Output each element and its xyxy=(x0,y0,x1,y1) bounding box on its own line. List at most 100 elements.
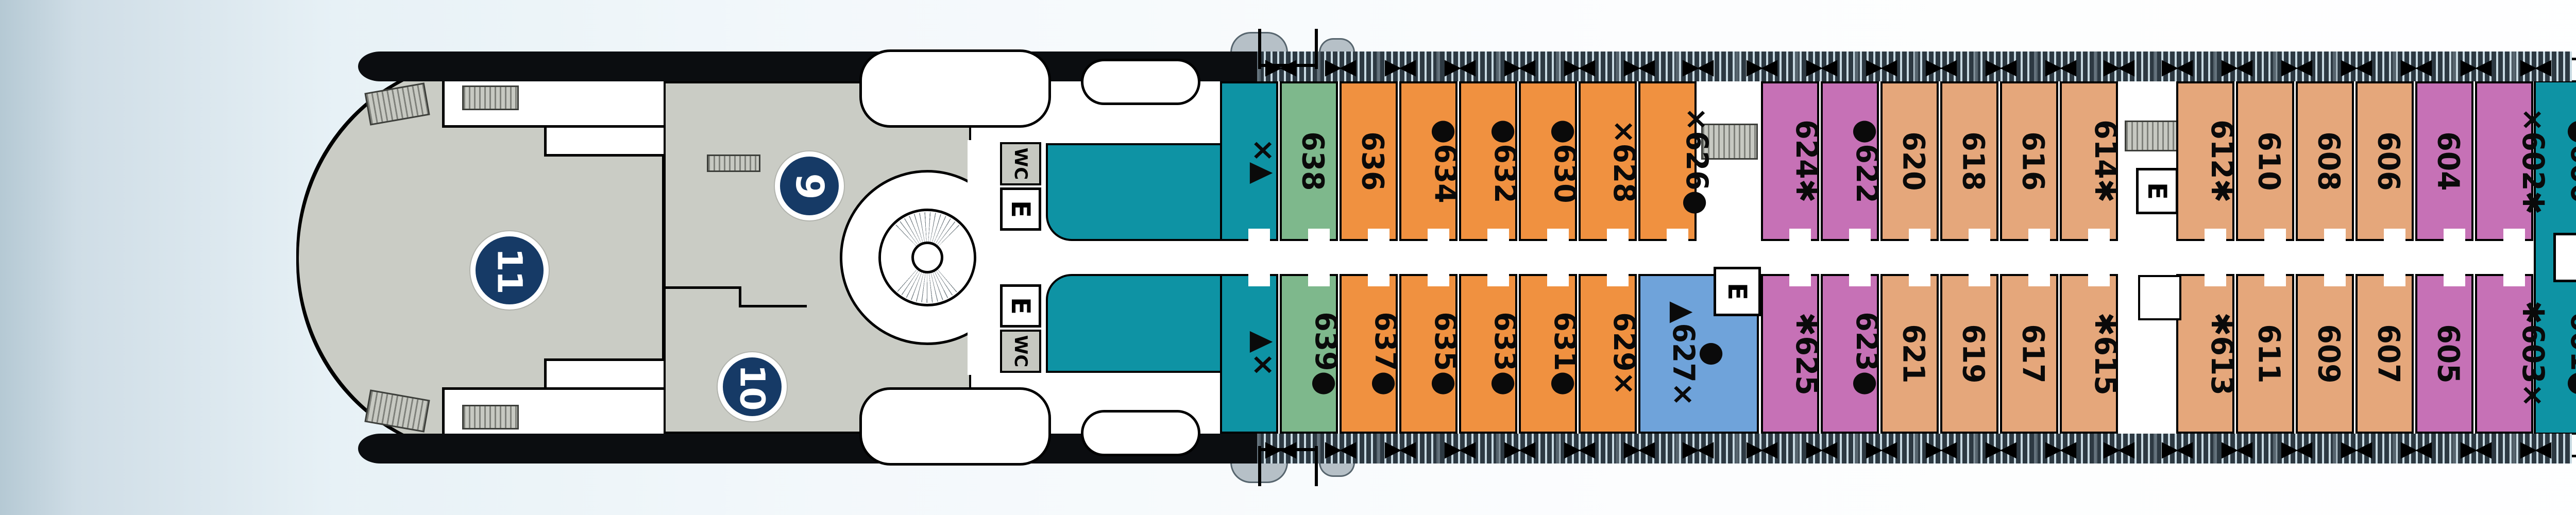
cabin-633[interactable]: 633● xyxy=(1459,274,1523,434)
cabin-636[interactable]: 636 xyxy=(1340,81,1398,241)
cabin-632-label: ●632 xyxy=(1487,119,1523,203)
balcony-divider-arrows-icon: ▶◀ xyxy=(2103,436,2135,461)
cabin-632[interactable]: ●632 xyxy=(1459,81,1523,241)
cabin-label-wrap: 636 xyxy=(1342,83,1396,239)
cabin-640-label: ×▲ xyxy=(1246,138,1282,184)
cabin-620[interactable]: 620 xyxy=(1880,81,1939,241)
balcony-bump xyxy=(1319,462,1355,477)
cabin-label-wrap: 638 xyxy=(1282,83,1336,239)
cabin-639[interactable]: 639● xyxy=(1280,274,1344,434)
balcony-divider-arrows-icon: ▶◀ xyxy=(1564,54,1596,79)
balcony-divider-arrows-icon: ▶◀ xyxy=(1746,54,1778,79)
deck-badge-10: 10 xyxy=(718,352,787,421)
cabin-628[interactable]: ×628 xyxy=(1579,81,1642,241)
cabin-623-label: 623● xyxy=(1849,312,1885,396)
cabin-617[interactable]: 617 xyxy=(2000,274,2058,434)
cabin-637[interactable]: 637● xyxy=(1340,274,1403,434)
deck-badge-number: 11 xyxy=(489,248,530,293)
cabin-621[interactable]: 621 xyxy=(1880,274,1939,434)
cabin-630[interactable]: ●630 xyxy=(1519,81,1583,241)
deck-badge-number: 9 xyxy=(787,173,832,199)
stairs-icon xyxy=(707,154,760,172)
cabin-611[interactable]: 611 xyxy=(2236,274,2294,434)
cabin-624[interactable]: 624✱ xyxy=(1761,81,1824,241)
balcony-divider-arrows-icon: ▶◀ xyxy=(2520,436,2552,461)
balcony-band-top xyxy=(1257,52,2572,81)
cabin-613-label: ✱613 xyxy=(2204,312,2240,396)
cabin-616[interactable]: 616 xyxy=(2000,81,2058,241)
cabin-623[interactable]: 623● xyxy=(1821,274,1885,434)
cabin-629-label: 629× xyxy=(1606,312,1642,396)
cabin-label-wrap: 612✱ xyxy=(2178,83,2240,239)
cabin-613[interactable]: ✱613 xyxy=(2176,274,2240,434)
balcony-divider-arrows-icon: ▶◀ xyxy=(1325,54,1357,79)
wc-label: WC xyxy=(1010,335,1031,368)
lifeboat-shape xyxy=(1081,59,1200,105)
cabin-600[interactable]: ●600 xyxy=(2537,81,2576,241)
cabin-640[interactable]: ●640+×▲ xyxy=(1220,81,1311,241)
cabin-615-label: ✱615 xyxy=(2088,312,2123,396)
cabin-622[interactable]: ●622 xyxy=(1821,81,1885,241)
cabin-615[interactable]: ✱615 xyxy=(2060,274,2123,434)
cabin-641[interactable]: +641●▲× xyxy=(1220,274,1311,434)
cabin-631[interactable]: 631● xyxy=(1519,274,1583,434)
cabin-label-wrap: 617 xyxy=(2002,276,2056,432)
cabin-619[interactable]: 619 xyxy=(1940,274,1998,434)
cabin-label-wrap: ×628 xyxy=(1581,83,1642,239)
cabin-618-label: 618 xyxy=(1956,131,1991,191)
cabin-610[interactable]: 610 xyxy=(2236,81,2294,241)
balcony-divider-arrows-icon: ▶◀ xyxy=(1985,54,2017,79)
cabin-607[interactable]: 607 xyxy=(2355,274,2414,434)
cabin-625[interactable]: ✱625 xyxy=(1761,274,1824,434)
cabin-614[interactable]: 614✱ xyxy=(2060,81,2123,241)
cabin-626[interactable]: ×626● xyxy=(1638,81,1715,241)
cabin-634[interactable]: ●634 xyxy=(1399,81,1463,241)
cabin-label-wrap: +641●▲× xyxy=(1222,276,1311,432)
cabin-606[interactable]: 606 xyxy=(2355,81,2414,241)
balcony-divider-arrows-icon: ▶◀ xyxy=(1623,54,1655,79)
balcony-divider-arrows-icon: ▶◀ xyxy=(2045,436,2077,461)
lifeboat-shape xyxy=(859,387,1051,466)
cabin-618[interactable]: 618 xyxy=(1940,81,1998,241)
cabin-638[interactable]: 638 xyxy=(1280,81,1338,241)
deck-badge-9: 9 xyxy=(775,151,844,220)
balcony-divider-arrows-icon: ▶◀ xyxy=(1384,54,1416,79)
stern-notch-top-step xyxy=(544,128,665,157)
elevator-box: E xyxy=(1000,187,1041,231)
cabin-label-wrap: ●632 xyxy=(1461,83,1523,239)
cabin-629[interactable]: 629× xyxy=(1579,274,1642,434)
balcony-divider-arrows-icon: ▶◀ xyxy=(2341,436,2372,461)
balcony-divider-arrows-icon: ▶◀ xyxy=(1925,54,1957,79)
cabin-640-entry xyxy=(1046,143,1222,241)
cabin-601[interactable]: 601● xyxy=(2537,274,2576,434)
interior-wall xyxy=(739,305,807,307)
cabin-604[interactable]: 604 xyxy=(2415,81,2473,241)
cabin-607-label: 607 xyxy=(2371,324,2406,384)
davit-icon xyxy=(1315,446,1318,486)
davit-icon xyxy=(1258,446,1261,486)
cabin-label-wrap: 607 xyxy=(2358,276,2412,432)
cabin-612[interactable]: 612✱ xyxy=(2176,81,2240,241)
cabin-605[interactable]: 605 xyxy=(2415,274,2473,434)
interior-wall xyxy=(666,286,741,289)
cabin-603[interactable]: ✱603× xyxy=(2475,274,2551,434)
cabin-606-label: 606 xyxy=(2371,131,2406,191)
cabin-608[interactable]: 608 xyxy=(2296,81,2354,241)
cabin-602[interactable]: ×602✱ xyxy=(2475,81,2551,241)
cabin-label-wrap: ✱625 xyxy=(1763,276,1824,432)
balcony-divider-arrows-icon: ▶◀ xyxy=(2341,54,2372,79)
cabin-609[interactable]: 609 xyxy=(2296,274,2354,434)
balcony-divider-arrows-icon: ▶◀ xyxy=(1806,54,1838,79)
stern-notch-bottom-step xyxy=(544,358,665,387)
cabin-638-label: 638 xyxy=(1295,131,1331,191)
cabin-label-wrap: 619 xyxy=(1942,276,1996,432)
cabin-635[interactable]: 635● xyxy=(1399,274,1463,434)
cabin-608-label: 608 xyxy=(2311,131,2347,191)
cabin-631-label: 631● xyxy=(1547,312,1583,396)
cabin-label-wrap: 601● xyxy=(2537,274,2576,434)
balcony-divider-arrows-icon: ▶◀ xyxy=(2221,54,2253,79)
balcony-divider-arrows-icon: ▶◀ xyxy=(1504,54,1536,79)
cabin-label-wrap: 637● xyxy=(1342,276,1403,432)
balcony-divider-arrows-icon: ▶◀ xyxy=(1504,436,1536,461)
